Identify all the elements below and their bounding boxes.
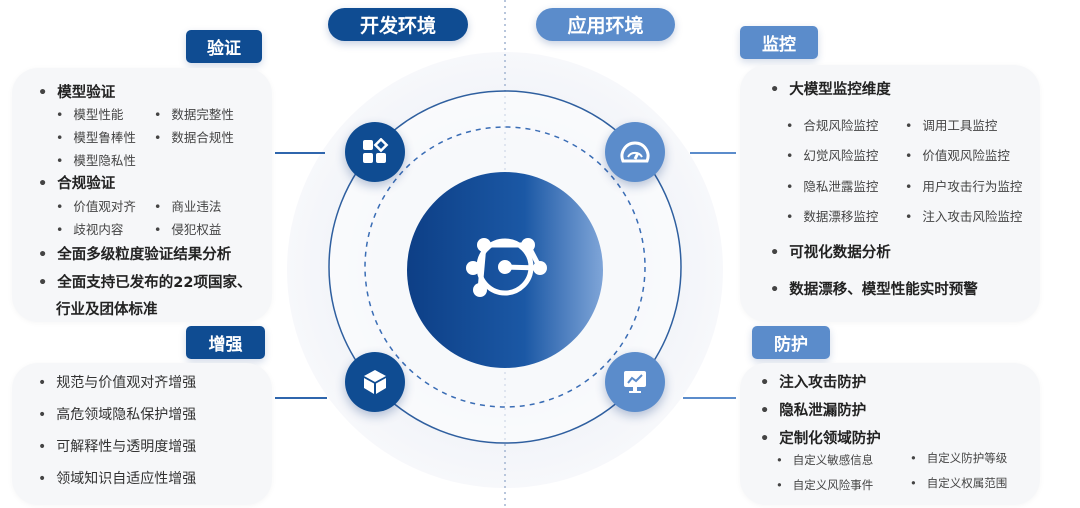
list-item: 数据合规性 [154,127,234,146]
list-item: 可解释性与透明度增强 [38,436,196,456]
list-item: 侵犯权益 [154,219,221,238]
list-item: 高危领域隐私保护增强 [38,404,196,424]
list-item: 规范与价值观对齐增强 [38,372,196,392]
list-item: 商业违法 [154,196,221,215]
list-item: 合规风险监控 [786,115,878,134]
apps-icon [345,122,405,182]
list-item: 数据完整性 [154,104,234,123]
monitor-tag: 监控 [740,26,818,59]
verify-panel: 模型验证 模型性能 数据完整性 模型鲁棒性 数据合规性 模型隐私性 合规验证 价… [12,68,272,322]
list-item: 模型隐私性 [56,150,136,169]
list-item: 隐私泄漏防护 [760,399,866,420]
list-item: 自定义敏感信息 [776,452,874,468]
list-item: 隐私泄露监控 [786,176,878,195]
list-item-cont: 行业及团体标准 [56,302,158,318]
list-item: 数据漂移监控 [786,206,878,225]
list-item: 模型验证 [38,81,115,102]
connector-protect [683,397,736,399]
cube-icon [345,352,405,412]
enhance-panel: 规范与价值观对齐增强 高危领域隐私保护增强 可解释性与透明度增强 领域知识自适应… [12,363,272,505]
protect-tag: 防护 [752,326,830,359]
list-item: 价值观风险监控 [905,145,1010,164]
list-item: 用户攻击行为监控 [905,176,1022,195]
list-item: 模型性能 [56,104,123,123]
list-item: 注入攻击风险监控 [905,206,1022,225]
verify-tag: 验证 [186,30,262,63]
enhance-tag: 增强 [186,326,265,359]
list-item: 合规验证 [38,172,115,193]
list-item: 歧视内容 [56,219,123,238]
list-item: 注入攻击防护 [760,371,866,392]
connector-monitor [690,152,736,154]
list-item: 自定义权属范围 [910,475,1008,491]
list-item: 价值观对齐 [56,196,136,215]
list-item: 领域知识自适应性增强 [38,468,196,488]
monitor-panel: 大模型监控维度 合规风险监控 调用工具监控 幻觉风险监控 价值观风险监控 隐私泄… [740,65,1040,322]
connector-enhance [275,397,327,399]
protect-panel: 注入攻击防护 隐私泄漏防护 定制化领域防护 自定义敏感信息 自定义防护等级 自定… [740,363,1040,505]
gauge-icon [605,122,665,182]
list-item: 自定义防护等级 [910,450,1008,466]
list-item: 调用工具监控 [905,115,997,134]
app-environment-label: 应用环境 [536,8,675,41]
list-item: 数据漂移、模型性能实时预警 [770,278,978,299]
dev-environment-label: 开发环境 [328,8,468,41]
list-item: 定制化领域防护 [760,427,881,448]
connector-verify [275,152,325,154]
monitor-chart-icon [605,352,665,412]
list-item: 可视化数据分析 [770,241,891,262]
list-item: 自定义风险事件 [776,477,874,493]
list-item: 全面支持已发布的22项国家、 [38,271,251,292]
list-item: 模型鲁棒性 [56,127,136,146]
list-item: 大模型监控维度 [770,78,891,99]
list-item: 全面多级粒度验证结果分析 [38,243,231,264]
list-item: 幻觉风险监控 [786,145,878,164]
